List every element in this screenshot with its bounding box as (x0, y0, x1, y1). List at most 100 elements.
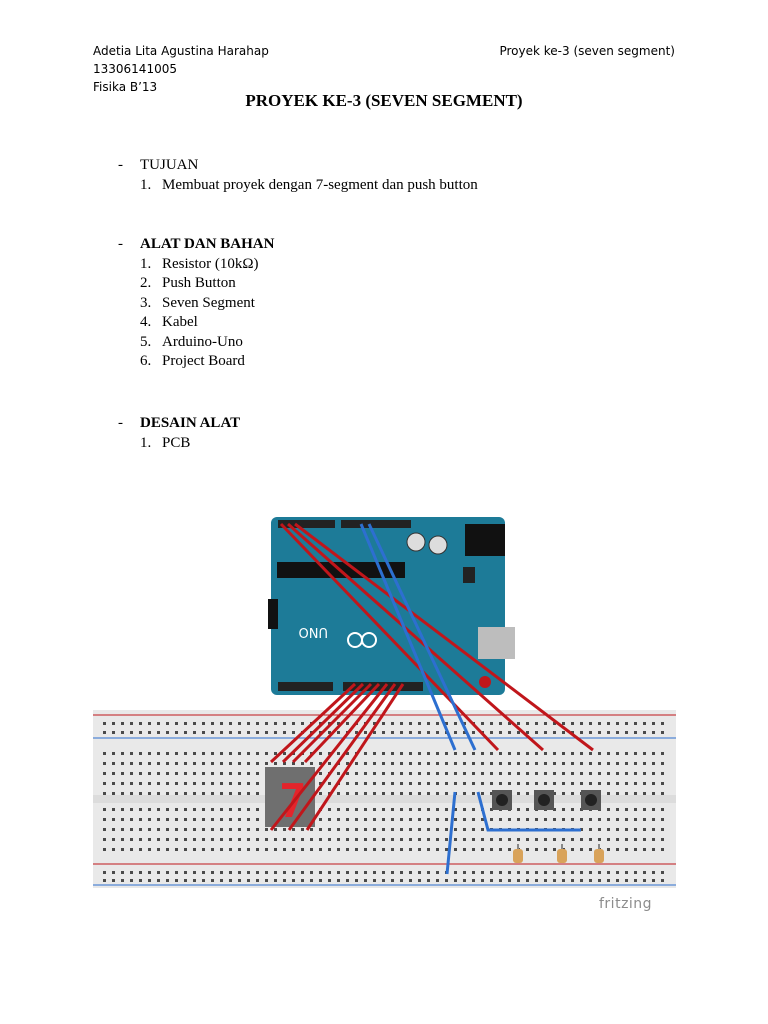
breadboard-hole (481, 752, 484, 755)
breadboard-hole (418, 772, 421, 775)
breadboard-hole (229, 879, 232, 882)
breadboard-hole (463, 848, 466, 851)
breadboard-hole (517, 818, 520, 821)
breadboard-hole (526, 792, 529, 795)
breadboard-hole (634, 722, 637, 725)
breadboard-hole (652, 848, 655, 851)
breadboard-hole (382, 871, 385, 874)
breadboard-hole (238, 871, 241, 874)
breadboard-hole (130, 828, 133, 831)
breadboard-hole (256, 871, 259, 874)
breadboard-hole (382, 762, 385, 765)
breadboard-hole (130, 792, 133, 795)
breadboard-hole (112, 752, 115, 755)
breadboard-hole (364, 762, 367, 765)
breadboard-hole (184, 772, 187, 775)
breadboard-hole (166, 871, 169, 874)
breadboard-hole (130, 818, 133, 821)
item-text: Kabel (162, 314, 198, 330)
breadboard-hole (463, 828, 466, 831)
breadboard-hole (256, 722, 259, 725)
breadboard-hole (625, 772, 628, 775)
breadboard-hole (661, 731, 664, 734)
breadboard-hole (256, 762, 259, 765)
breadboard-hole (400, 838, 403, 841)
breadboard-hole (481, 828, 484, 831)
breadboard-hole (220, 879, 223, 882)
breadboard-hole (544, 848, 547, 851)
breadboard-hole (445, 828, 448, 831)
breadboard-hole (616, 792, 619, 795)
breadboard-hole (337, 838, 340, 841)
breadboard-hole (616, 752, 619, 755)
breadboard-hole (571, 808, 574, 811)
breadboard-hole (427, 818, 430, 821)
breadboard-hole (193, 871, 196, 874)
breadboard-hole (373, 818, 376, 821)
breadboard-hole (661, 871, 664, 874)
breadboard-hole (328, 731, 331, 734)
breadboard-hole (202, 722, 205, 725)
breadboard-hole (229, 871, 232, 874)
breadboard-hole (634, 752, 637, 755)
breadboard-hole (391, 848, 394, 851)
breadboard-hole (589, 871, 592, 874)
breadboard-hole (643, 792, 646, 795)
breadboard-hole (535, 848, 538, 851)
breadboard-hole (364, 848, 367, 851)
breadboard-hole (220, 792, 223, 795)
breadboard-hole (625, 848, 628, 851)
breadboard-hole (364, 808, 367, 811)
breadboard-hole (157, 762, 160, 765)
breadboard-hole (472, 752, 475, 755)
breadboard-hole (490, 792, 493, 795)
breadboard-hole (112, 848, 115, 851)
breadboard-hole (157, 722, 160, 725)
breadboard-hole (139, 828, 142, 831)
breadboard-hole (265, 828, 268, 831)
breadboard-hole (211, 871, 214, 874)
breadboard-hole (346, 838, 349, 841)
breadboard-hole (454, 722, 457, 725)
breadboard-hole (472, 848, 475, 851)
breadboard-hole (103, 808, 106, 811)
breadboard-hole (463, 722, 466, 725)
breadboard-hole (121, 772, 124, 775)
breadboard-hole (463, 752, 466, 755)
breadboard-hole (274, 879, 277, 882)
breadboard-hole (634, 818, 637, 821)
breadboard-hole (175, 879, 178, 882)
breadboard-hole (625, 782, 628, 785)
breadboard-hole (643, 782, 646, 785)
breadboard-hole (427, 792, 430, 795)
breadboard-hole (346, 722, 349, 725)
breadboard-hole (562, 818, 565, 821)
breadboard-hole (553, 762, 556, 765)
breadboard-hole (436, 871, 439, 874)
breadboard-hole (499, 848, 502, 851)
breadboard-hole (517, 772, 520, 775)
breadboard-hole (157, 828, 160, 831)
breadboard-hole (436, 782, 439, 785)
breadboard-hole (553, 808, 556, 811)
breadboard-hole (445, 879, 448, 882)
item-number: 1. (140, 434, 152, 451)
breadboard-hole (445, 838, 448, 841)
breadboard-hole (535, 722, 538, 725)
breadboard-hole (211, 879, 214, 882)
list-item: 1.PCB (118, 434, 240, 454)
breadboard-hole (256, 848, 259, 851)
breadboard-hole (337, 848, 340, 851)
breadboard-hole (445, 808, 448, 811)
breadboard-hole (508, 871, 511, 874)
breadboard-hole (166, 848, 169, 851)
breadboard-hole (418, 871, 421, 874)
breadboard-hole (634, 782, 637, 785)
breadboard-hole (571, 772, 574, 775)
breadboard-hole (544, 722, 547, 725)
breadboard-hole (562, 808, 565, 811)
breadboard-hole (157, 879, 160, 882)
item-text: Resistor (10kΩ) (162, 255, 259, 272)
breadboard-hole (157, 818, 160, 821)
breadboard-hole (355, 792, 358, 795)
